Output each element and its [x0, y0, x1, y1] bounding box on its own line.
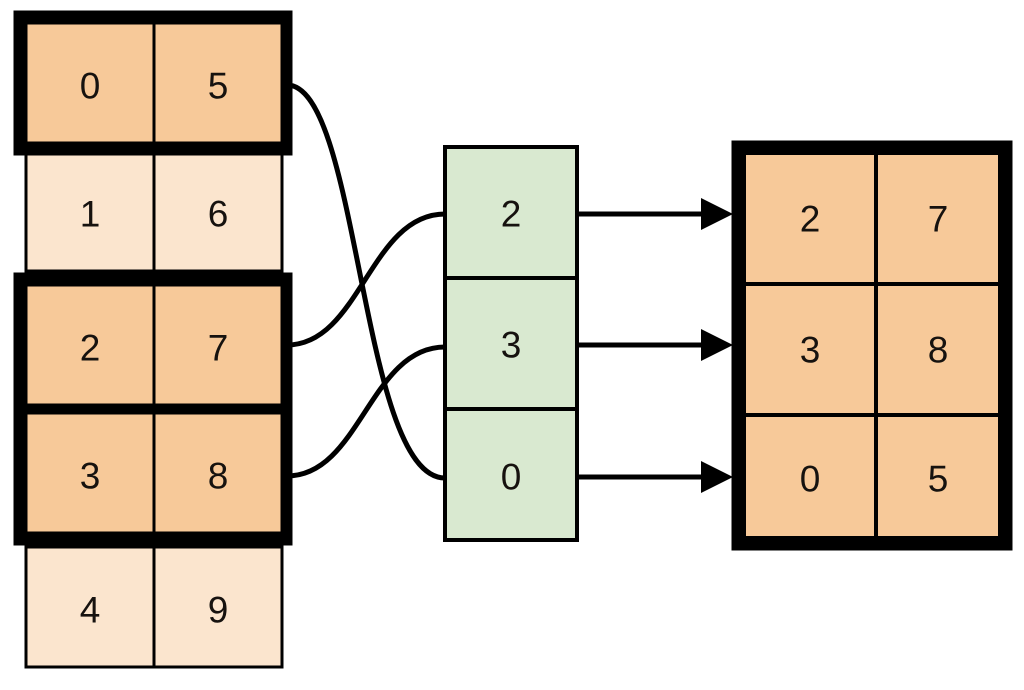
source-cell-label: 2 — [80, 328, 101, 369]
source-cell-4-0[interactable] — [24, 545, 156, 669]
index-cell-label: 3 — [501, 325, 522, 366]
result-cell-label: 5 — [928, 459, 949, 500]
source-row-2[interactable]: 2 7 — [24, 283, 284, 407]
index-cell-label: 2 — [501, 194, 522, 235]
result-cell-label: 8 — [928, 330, 949, 371]
result-table-outline — [731, 140, 1013, 551]
source-cell-4-1[interactable] — [152, 545, 284, 669]
source-array: 0 5 1 6 2 7 3 8 — [13, 10, 293, 669]
source-cell-label: 7 — [208, 328, 229, 369]
source-cell-0-0[interactable] — [24, 21, 156, 145]
result-row-1[interactable]: 3 8 — [742, 282, 1002, 417]
connector-row2-to-index-cell-0 — [284, 211, 448, 348]
result-row-0[interactable]: 2 7 — [742, 151, 1002, 286]
connector-curves — [284, 82, 448, 481]
source-cell-label: 4 — [80, 590, 101, 631]
source-cell-label: 0 — [80, 66, 101, 107]
source-row-0[interactable]: 0 5 — [24, 21, 284, 145]
source-row-1[interactable]: 1 6 — [24, 149, 284, 273]
result-cell-2-1[interactable] — [874, 413, 1002, 540]
source-cell-1-1[interactable] — [152, 149, 284, 273]
index-cell-label: 0 — [501, 457, 522, 498]
result-arrows — [578, 198, 733, 493]
result-cell-1-1[interactable] — [874, 282, 1002, 417]
source-rows-2-3-selection-outline — [13, 272, 293, 546]
source-cell-label: 5 — [208, 66, 229, 107]
result-row-2[interactable]: 0 5 — [742, 413, 1002, 540]
source-cell-3-0[interactable] — [24, 411, 156, 535]
source-row-3[interactable]: 3 8 — [24, 411, 284, 535]
source-cell-label: 6 — [208, 194, 229, 235]
source-cell-label: 8 — [208, 456, 229, 497]
result-cell-label: 0 — [800, 459, 821, 500]
result-cell-label: 3 — [800, 330, 821, 371]
source-cell-label: 9 — [208, 590, 229, 631]
result-cell-label: 2 — [800, 199, 821, 240]
source-row-4[interactable]: 4 9 — [24, 545, 284, 669]
source-cell-3-1[interactable] — [152, 411, 284, 535]
result-array: 2 7 3 8 0 5 — [731, 140, 1013, 551]
source-cell-label: 1 — [80, 194, 101, 235]
index-cell-2[interactable] — [443, 407, 579, 542]
index-cell-1[interactable] — [443, 276, 579, 411]
source-cell-0-1[interactable] — [152, 21, 284, 145]
source-cell-label: 3 — [80, 456, 101, 497]
result-cell-label: 7 — [928, 199, 949, 240]
result-cell-2-0[interactable] — [742, 413, 878, 540]
index-array: 2 3 0 — [443, 145, 579, 542]
source-cell-2-1[interactable] — [152, 283, 284, 407]
connector-row3-to-index-cell-1 — [284, 344, 448, 479]
